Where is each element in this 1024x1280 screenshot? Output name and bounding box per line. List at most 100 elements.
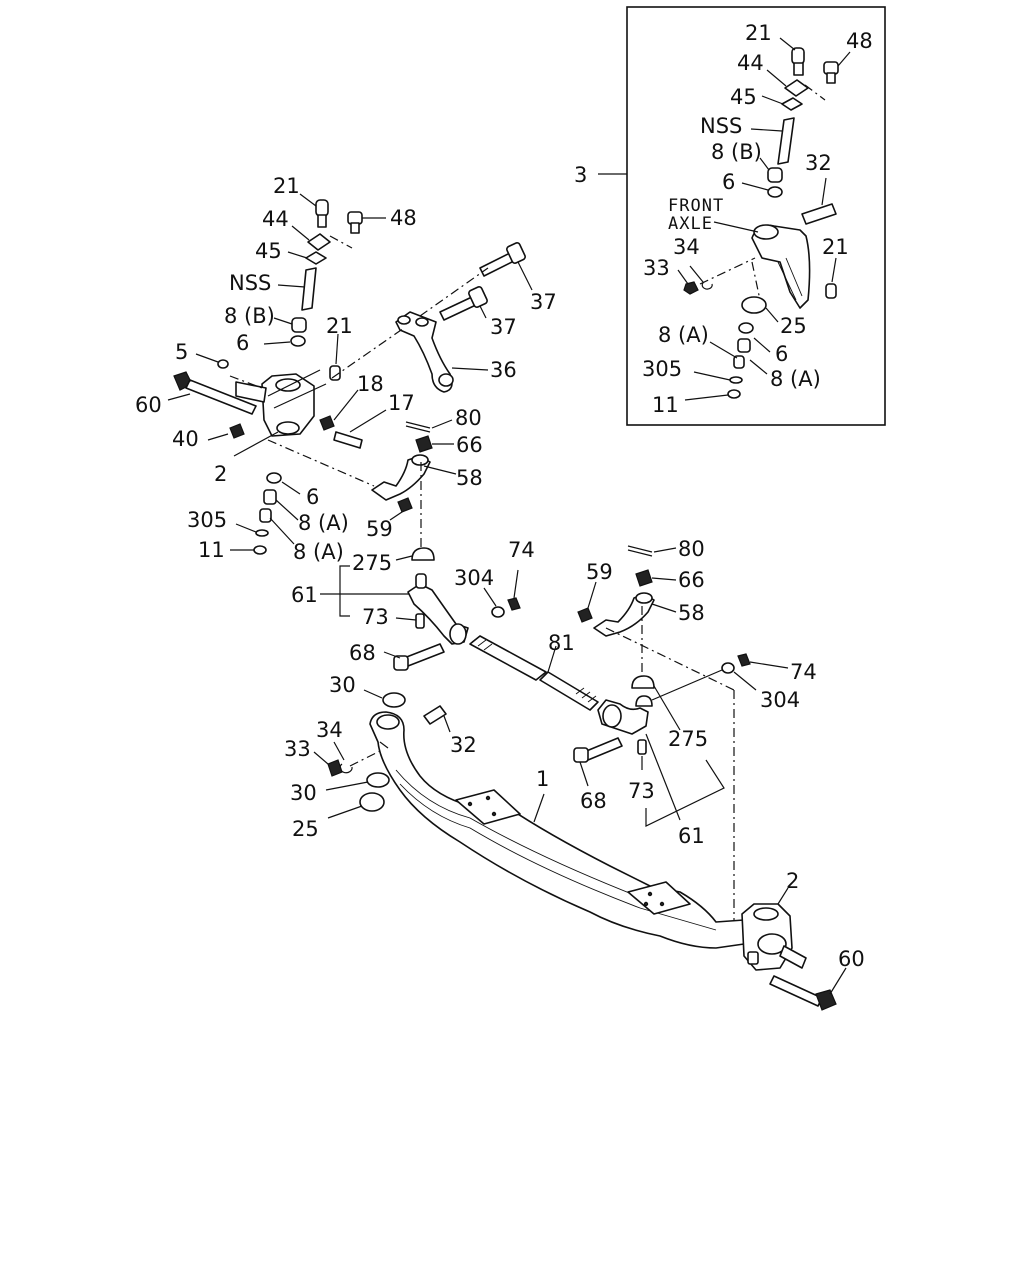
- callout-45: 45: [730, 85, 757, 109]
- nut-18: [319, 415, 335, 431]
- tie-rod-assembly: 61 73 304 74 68 81: [291, 537, 817, 940]
- thrust-25: [359, 792, 385, 812]
- callout-30b: 30: [290, 781, 317, 805]
- callout-68b: 68: [580, 789, 607, 813]
- cap-11: [727, 389, 741, 399]
- front-axle-assembly: 30 32 34 33 30 25: [284, 673, 865, 1011]
- bush-8a-b: [259, 508, 272, 523]
- shim-45: [305, 251, 327, 265]
- callout-34: 34: [673, 235, 700, 259]
- bracket-61: [339, 565, 350, 617]
- bolt-60: [173, 371, 257, 415]
- callout-66: 66: [456, 433, 483, 457]
- callout-33: 33: [284, 737, 311, 761]
- dust-boot-275: [411, 547, 435, 561]
- bush-8a: [737, 338, 751, 353]
- callout-74b: 74: [790, 660, 817, 684]
- callout-37b: 37: [490, 315, 517, 339]
- callout-80: 80: [455, 406, 482, 430]
- callout-81: 81: [548, 631, 575, 655]
- nut-74b: [737, 653, 751, 667]
- callout-275: 275: [352, 551, 392, 575]
- callout-61b: 61: [678, 824, 705, 848]
- callout-33: 33: [643, 256, 670, 280]
- nut-33: [327, 759, 343, 777]
- shim-45: [781, 97, 803, 111]
- nut-59: [397, 497, 413, 513]
- callout-44: 44: [737, 51, 764, 75]
- steering-knuckle-2b: [741, 903, 807, 971]
- tie-rod-end-61: [407, 573, 469, 645]
- callout-32: 32: [805, 151, 832, 175]
- seal-6b: [266, 472, 282, 484]
- callout-32: 32: [450, 733, 477, 757]
- callout-73b: 73: [628, 779, 655, 803]
- pin-32: [801, 177, 837, 225]
- grease-nipple-21: [779, 37, 805, 76]
- plate-44: [784, 79, 809, 97]
- steering-arm-58: [371, 454, 431, 501]
- callout-6b: 6: [306, 485, 319, 509]
- washer-30b: [366, 772, 390, 788]
- callout-58b: 58: [678, 601, 705, 625]
- callout-11: 11: [198, 538, 225, 562]
- grease-nipple-73: [415, 613, 425, 629]
- callout-6: 6: [236, 331, 249, 355]
- callout-60b: 60: [838, 947, 865, 971]
- callout-17: 17: [388, 391, 415, 415]
- callout-8a: 8 (A): [298, 511, 349, 535]
- callout-305: 305: [642, 357, 682, 381]
- callout-8a-2: 8 (A): [293, 540, 344, 564]
- grease-nipple-73b: [637, 739, 647, 755]
- callout-59: 59: [366, 517, 393, 541]
- callout-59b: 59: [586, 560, 613, 584]
- seal-6: [290, 335, 306, 347]
- steering-arm-36: [395, 311, 454, 393]
- tie-rod-tube-81b: [539, 671, 599, 711]
- callout-1: 1: [536, 767, 549, 791]
- callout-66b: 66: [678, 568, 705, 592]
- inset-assembly: 3 21 48 44 45 NSS 8 (B): [574, 6, 886, 426]
- seal-6: [767, 186, 783, 198]
- callout-30: 30: [329, 673, 356, 697]
- callout-21b: 21: [822, 235, 849, 259]
- callout-8b: 8 (B): [711, 140, 762, 164]
- callout-45: 45: [255, 239, 282, 263]
- callout-front: FRONT: [668, 196, 724, 216]
- callout-6b: 6: [775, 342, 788, 366]
- bolt-68b: [573, 737, 623, 763]
- callout-21b: 21: [326, 314, 353, 338]
- cap-11: [253, 545, 267, 555]
- callout-73: 73: [362, 605, 389, 629]
- plate-44: [307, 233, 331, 251]
- callout-34: 34: [316, 718, 343, 742]
- callout-61: 61: [291, 583, 318, 607]
- nut-33: [683, 281, 699, 295]
- seal-6b: [738, 322, 754, 334]
- callout-60: 60: [135, 393, 162, 417]
- grease-nipple-21: [315, 199, 329, 217]
- callout-axle: AXLE: [668, 214, 713, 234]
- callout-3: 3: [574, 163, 587, 187]
- callout-21: 21: [745, 21, 772, 45]
- inset-frame: [626, 6, 886, 426]
- callout-nss: NSS: [700, 114, 742, 138]
- callout-36: 36: [490, 358, 517, 382]
- callout-21: 21: [273, 174, 300, 198]
- steering-arm-58b: [593, 592, 655, 637]
- castle-nut-66b: [635, 569, 653, 587]
- bolt-37b: [439, 286, 488, 321]
- callout-304b: 304: [760, 688, 800, 712]
- cotter-pin-80b: [627, 545, 653, 557]
- nut-74: [507, 597, 521, 611]
- bolt-60b: [769, 975, 837, 1011]
- callout-5: 5: [175, 340, 188, 364]
- nut-40: [229, 423, 245, 439]
- stud-17: [333, 431, 363, 449]
- dust-boot-275b: [631, 675, 655, 689]
- snap-ring-34: [701, 281, 713, 290]
- callout-275b: 275: [668, 727, 708, 751]
- callout-48: 48: [390, 206, 417, 230]
- washer-304: [491, 606, 505, 618]
